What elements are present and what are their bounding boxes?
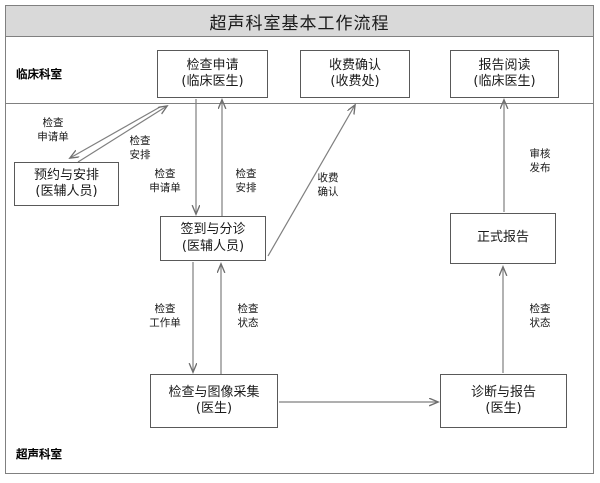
node-diagnosis-line2: (医生) (485, 401, 522, 416)
edge-label-formal-to-reportread-line2: 发布 (529, 161, 551, 174)
node-booking-line1: 预约与安排 (33, 167, 99, 183)
edge-label-booking-to-req-line2: 安排 (129, 148, 151, 161)
edge-label-checkin-to-req-line2: 安排 (235, 181, 257, 194)
edge-label-checkin-to-fee-line1: 收费 (317, 172, 339, 184)
lane-divider (5, 103, 594, 104)
node-report-read-line1: 报告阅读 (478, 57, 531, 73)
edge-label-booking-to-req-line1: 检查 (129, 135, 151, 147)
node-exam-imaging-line1: 检查与图像采集 (168, 384, 260, 400)
edge-label-checkin-to-imaging: 检查 工作单 (140, 303, 190, 330)
node-checkin-triage-line2: (医辅人员) (181, 238, 245, 254)
lane-label-clinic: 临床科室 (16, 67, 62, 81)
lane-label-ultrasound: 超声科室 (16, 447, 62, 461)
edge-label-req-to-booking: 检查 申请单 (28, 117, 78, 144)
edge-label-formal-to-reportread-line1: 审核 (529, 148, 551, 160)
node-checkin-triage-line1: 签到与分诊 (180, 222, 246, 238)
edge-label-checkin-to-fee: 收费 确认 (306, 172, 350, 199)
edge-label-diagnosis-to-formal-line2: 状态 (529, 316, 551, 329)
edge-label-req-to-checkin-line1: 检查 (154, 168, 176, 180)
node-exam-imaging-line2: (医生) (195, 401, 233, 416)
node-booking-line2: (医辅人员) (35, 184, 98, 199)
edge-label-checkin-to-imaging-line2: 工作单 (149, 316, 181, 329)
edge-label-diagnosis-to-formal: 检查 状态 (518, 303, 562, 330)
node-formal-report[interactable]: 正式报告 (450, 213, 556, 264)
node-booking[interactable]: 预约与安排 (医辅人员) (14, 162, 119, 206)
node-exam-request[interactable]: 检查申请 (临床医生) (157, 50, 268, 98)
edge-label-formal-to-reportread: 审核 发布 (518, 148, 562, 175)
edge-label-diagnosis-to-formal-line1: 检查 (529, 303, 551, 315)
edge-label-req-to-checkin: 检查 申请单 (140, 168, 190, 195)
edge-label-checkin-to-imaging-line1: 检查 (154, 303, 176, 315)
edge-label-booking-to-req: 检查 安排 (118, 135, 162, 162)
edge-label-req-to-checkin-line2: 申请单 (149, 181, 181, 194)
edge-label-req-to-booking-line2: 申请单 (37, 130, 69, 143)
node-report-read[interactable]: 报告阅读 (临床医生) (450, 50, 559, 98)
edge-label-checkin-to-req-line1: 检查 (235, 168, 257, 180)
edge-label-checkin-to-fee-line2: 确认 (317, 185, 339, 198)
edge-label-checkin-to-req: 检查 安排 (224, 168, 268, 195)
node-exam-request-line2: (临床医生) (181, 74, 244, 89)
node-fee-confirm[interactable]: 收费确认 (收费处) (300, 50, 410, 98)
node-exam-request-line1: 检查申请 (186, 57, 239, 73)
edge-label-imaging-to-checkin: 检查 状态 (226, 303, 270, 330)
node-fee-confirm-line1: 收费确认 (328, 57, 381, 73)
node-checkin-triage[interactable]: 签到与分诊 (医辅人员) (160, 216, 266, 261)
edge-label-imaging-to-checkin-line2: 状态 (237, 316, 259, 329)
edge-label-imaging-to-checkin-line1: 检查 (237, 303, 259, 315)
diagram-title-bar: 超声科室基本工作流程 (5, 5, 594, 37)
node-fee-confirm-line2: (收费处) (330, 74, 380, 89)
node-exam-imaging[interactable]: 检查与图像采集 (医生) (150, 374, 278, 428)
page-title: 超声科室基本工作流程 (209, 13, 390, 34)
node-diagnosis-line1: 诊断与报告 (470, 384, 536, 400)
node-report-read-line2: (临床医生) (473, 74, 536, 89)
node-diagnosis[interactable]: 诊断与报告 (医生) (440, 374, 567, 428)
node-formal-report-line1: 正式报告 (476, 230, 529, 246)
edge-label-req-to-booking-line1: 检查 (42, 117, 64, 129)
